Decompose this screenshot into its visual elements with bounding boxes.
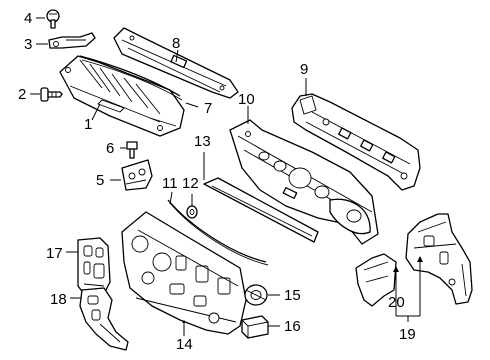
callout-17: 17 — [46, 245, 63, 262]
part-18-lower-insulator — [70, 287, 129, 351]
part-20-bracket — [355, 253, 399, 307]
part-7-seal-strip — [79, 55, 199, 108]
part-5-bracket — [110, 159, 153, 191]
callout-14: 14 — [176, 336, 193, 353]
callout-13: 13 — [194, 133, 211, 150]
callout-6: 6 — [106, 140, 114, 157]
callout-16: 16 — [284, 318, 301, 335]
part-8-upper-panel — [113, 27, 239, 99]
callout-2: 2 — [18, 86, 26, 103]
callout-20: 20 — [388, 294, 405, 311]
part-14-dash-insulator — [121, 211, 247, 336]
part-16-pad — [241, 315, 280, 339]
callout-4: 4 — [24, 10, 32, 27]
callout-5: 5 — [96, 172, 104, 189]
part-4-bolt — [36, 9, 60, 29]
part-3-bracket — [36, 32, 96, 49]
callout-19-bracket — [395, 286, 420, 322]
callout-10: 10 — [238, 91, 255, 108]
callout-15: 15 — [284, 287, 301, 304]
callout-labels: 4 3 2 1 8 7 6 5 9 10 13 11 12 17 18 14 1… — [18, 10, 416, 353]
part-17-insulator — [66, 237, 111, 295]
part-2-clip — [30, 87, 63, 102]
callout-9: 9 — [300, 61, 308, 78]
part-19-pillar — [405, 213, 473, 316]
callout-8: 8 — [172, 35, 180, 52]
callout-19: 19 — [399, 326, 416, 343]
callout-11: 11 — [162, 175, 178, 192]
callout-1: 1 — [84, 116, 92, 133]
callout-12: 12 — [182, 175, 199, 192]
part-10-dash-panel — [229, 106, 379, 245]
part-12-grommet — [186, 194, 198, 219]
part-13-channel — [203, 152, 319, 243]
callout-3: 3 — [24, 36, 32, 53]
part-1-cowl-grille — [59, 55, 185, 137]
callout-7: 7 — [204, 100, 212, 117]
part-6-bolt — [120, 141, 138, 159]
part-11-rod — [167, 191, 269, 266]
part-9-cross-panel — [291, 78, 421, 191]
callout-18: 18 — [50, 291, 67, 308]
part-15-grommet — [244, 284, 280, 306]
